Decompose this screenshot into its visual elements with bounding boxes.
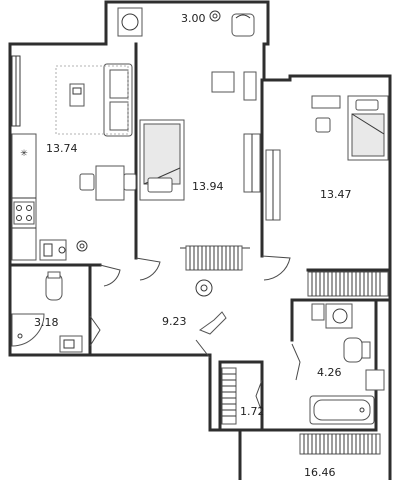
area-label-bathroom-2: 4.26 [317,366,342,379]
area-label-closet: 1.72 [240,405,265,418]
armchair-icon [231,13,255,37]
kitchen-living-room: ✳ [8,42,138,267]
bedroom-1 [139,71,264,271]
plant-icon [195,279,213,297]
toilet-icon [343,337,363,363]
area-label-bottom-room: 16.46 [304,466,336,479]
stove-icon [13,201,35,225]
pet-icon [198,311,227,335]
bottom-room [238,428,381,455]
coffee-table-icon [69,83,85,107]
balcony [104,0,270,46]
area-label-bedroom-2: 13.47 [320,188,352,201]
area-label-bathroom-1: 3.18 [34,316,59,329]
bedroom-2 [265,95,392,297]
closet [218,360,264,432]
area-label-balcony: 3.00 [181,12,206,25]
basin-icon [365,369,385,391]
desk-chair-icon [315,117,331,133]
area-label-bedroom-1: 13.94 [192,180,224,193]
outer-walls [8,42,392,480]
bathroom-1 [11,263,92,357]
desk-icon [243,71,257,101]
washing-machine-icon [325,303,353,329]
desk-icon [311,95,341,109]
sink-icon [39,239,67,261]
svg-text:✳: ✳ [20,149,28,159]
area-label-hallway: 9.23 [162,315,187,328]
kitchen-counter [11,133,37,261]
basin-icon [59,335,83,353]
dining-table-icon [95,165,125,201]
bathroom-2 [290,298,385,425]
plant-icon [76,240,88,252]
hallway [89,255,291,359]
area-label-kitchen-living: 13.74 [46,142,78,155]
desk-chair-icon [211,71,235,93]
